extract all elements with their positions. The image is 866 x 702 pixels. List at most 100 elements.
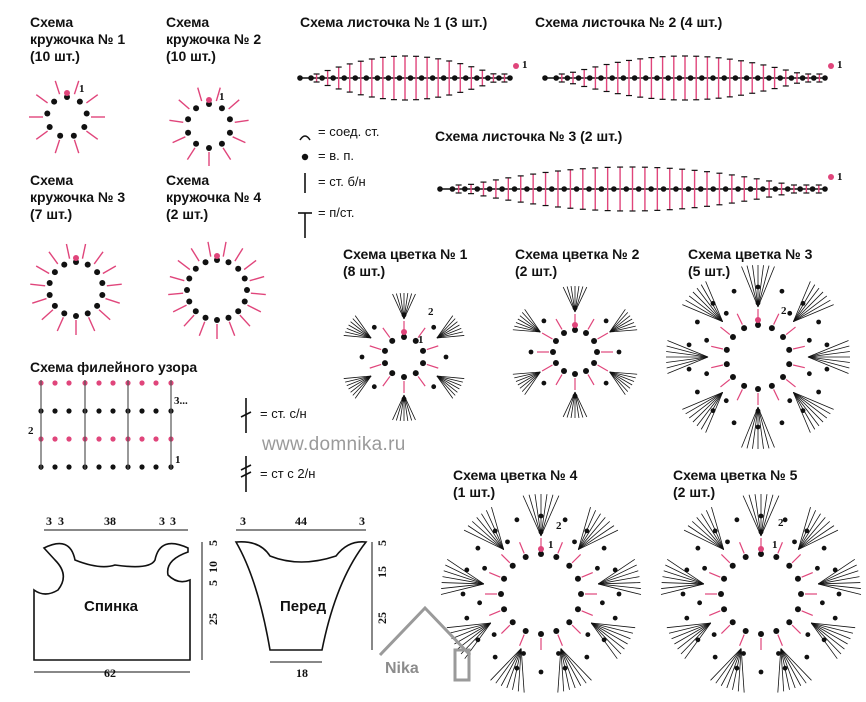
- flower-3-pink-stitch: [736, 313, 743, 325]
- flower-3-outer-dot: [824, 342, 830, 348]
- flower-5-outer-dot: [684, 567, 690, 573]
- flower-4-petal-stitch: [500, 648, 522, 686]
- filet-dot: [96, 408, 102, 414]
- flower-1-outer-dot: [371, 384, 377, 390]
- flower-1-petal-stitch: [343, 335, 372, 339]
- flower-3-pink-stitch: [773, 389, 780, 401]
- flower-4-petal-stitch: [598, 576, 640, 585]
- flower-2-petal-stitch: [562, 286, 576, 313]
- flower-2-petal-stitch: [609, 315, 631, 333]
- flower-1-petal-stitch: [436, 375, 456, 396]
- leaf-2-dot: [710, 75, 716, 81]
- flower-4-petal-stitch: [591, 622, 636, 629]
- website-link[interactable]: www.domnika.ru: [262, 434, 406, 455]
- flower-4-petal-stitch: [577, 510, 597, 550]
- flower-5-petal-stitch: [798, 521, 831, 550]
- flower-3-petal-stitch: [757, 265, 764, 308]
- flower-1-petal-stitch: [436, 328, 462, 339]
- flower-2-petal-stitch: [524, 309, 541, 333]
- flower-3-petal-stitch: [746, 406, 759, 449]
- flower-4-petal-stitch: [517, 648, 522, 692]
- ring-3-spoke: [41, 309, 54, 321]
- leaf-3-title: Схема листочка № 3 (2 шт.): [435, 128, 623, 144]
- flower-1-pink-stitch: [417, 376, 426, 387]
- flower-1-inner-dot: [401, 374, 407, 380]
- flower-3-petal-stitch: [793, 392, 820, 427]
- flower-2-inner-dot: [583, 368, 589, 375]
- flower-4-outer-dot: [601, 545, 607, 551]
- flower-5-inner-dot: [794, 575, 801, 582]
- leaf-1-dot: [363, 75, 370, 81]
- ring-1-spoke: [86, 94, 99, 104]
- flower-1-petal-stitch: [343, 375, 372, 379]
- ring-4-dot: [192, 308, 199, 315]
- flower-2-petal-stitch: [570, 391, 576, 418]
- leaf-3-dot: [561, 186, 567, 192]
- leaf-3-dot: [685, 186, 692, 192]
- leaf-3-dot: [747, 186, 754, 192]
- flower-3-inner-dot: [729, 334, 736, 341]
- flower-2-inner-dot: [561, 329, 567, 336]
- flower-5-petal-stitch: [780, 648, 785, 692]
- flower-5-outer-dot: [782, 517, 788, 523]
- ring-3-dot: [46, 279, 53, 286]
- flower-2-petal-stitch: [566, 391, 576, 418]
- flower-3-petal-stitch: [685, 392, 723, 415]
- back-top-dim-1: 3: [46, 514, 52, 528]
- flower-5-inner-dot: [758, 551, 764, 557]
- ring-1-start: [64, 90, 70, 96]
- ring-3-spoke: [81, 243, 87, 259]
- front-top-dim-1: 3: [240, 514, 246, 528]
- ring-3-spoke: [48, 251, 59, 265]
- flower-5-petal-stitch: [661, 583, 704, 589]
- flower-1-inner-dot: [389, 337, 396, 344]
- filet-row-3: 3...: [174, 395, 188, 407]
- flower-4-inner-dot: [574, 606, 581, 613]
- ring-1-spoke: [35, 130, 48, 140]
- flower-1-outer-dot: [443, 354, 449, 360]
- flower-3-petal-stitch: [757, 406, 770, 449]
- flower-3-petal-stitch: [793, 299, 831, 322]
- flower-4-petal-stitch: [485, 510, 505, 550]
- flower-4-pink-stitch: [489, 572, 501, 578]
- leaf-1-dot: [330, 75, 336, 81]
- flower-4-petal-stitch: [442, 576, 484, 585]
- flower-4-inner-dot: [509, 562, 516, 569]
- ring-2-start-mark: 1: [219, 91, 225, 103]
- treble-symbol: [240, 471, 252, 478]
- ring-4-spoke: [222, 241, 227, 257]
- flower-1-petal-stitch: [350, 321, 372, 339]
- flower-4-inner-dot: [538, 631, 544, 637]
- flower-3-petal-stitch: [666, 356, 709, 369]
- ring-3-dot: [94, 269, 101, 276]
- flower-4-outer-dot: [562, 517, 568, 523]
- flower-5-outer-dot: [695, 545, 701, 551]
- flower-4-outer-dot: [584, 654, 590, 660]
- flower-2-petal-stitch: [574, 391, 588, 418]
- ring-1-spoke: [54, 139, 61, 154]
- ring-3-spoke: [30, 283, 46, 287]
- ring-2-dot: [226, 116, 233, 123]
- filet-dot: [66, 380, 72, 386]
- leaf-3-dot: [598, 186, 605, 192]
- flower-5-petal-stitch: [760, 494, 768, 537]
- flower-3-petal-stitch: [682, 304, 723, 323]
- flower-1-petal-stitch: [346, 328, 372, 339]
- flower-1-pink-stitch: [426, 345, 439, 351]
- flower-2-title: Схема цветка № 2 (2 шт.): [515, 246, 640, 279]
- flower-4-inner-dot: [553, 554, 560, 561]
- flower-2-petal-stitch: [609, 371, 636, 379]
- ring-3-dot: [51, 302, 58, 309]
- flower-3-petal-stitch: [793, 392, 831, 415]
- flower-5-inner-dot: [742, 554, 749, 561]
- flower-3-petal-stitch: [667, 340, 709, 358]
- flower-1-petal-stitch: [403, 394, 409, 421]
- flower-2-outer-dot: [616, 349, 622, 355]
- flower-1-petal-stitch: [348, 375, 372, 390]
- flower-5-petal-stitch: [777, 648, 782, 693]
- flower-4-outer-dot: [514, 517, 520, 523]
- flower-2-outer-dot: [603, 318, 609, 324]
- ring-4-dot: [202, 314, 209, 321]
- flower-2-inner-dot: [561, 368, 567, 375]
